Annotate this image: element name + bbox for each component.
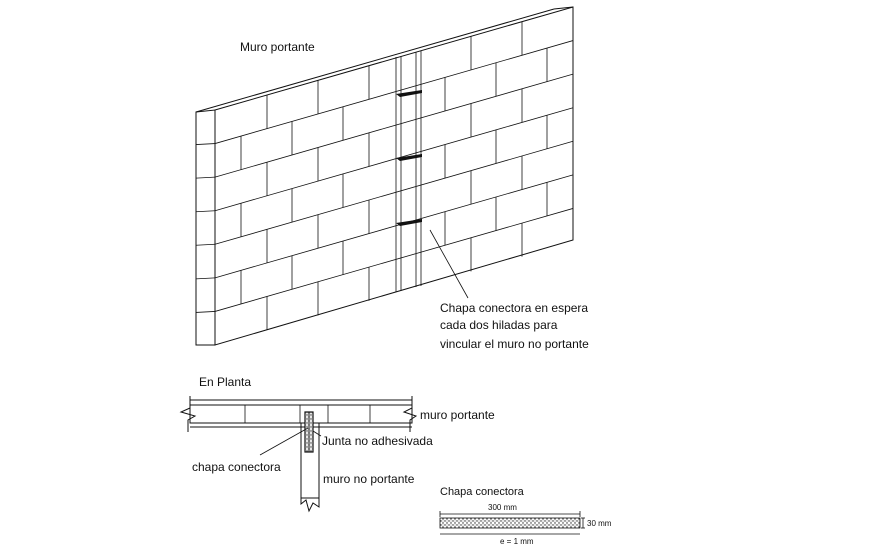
connector-plate-detail bbox=[439, 511, 585, 535]
brick-wall-elevation bbox=[195, 6, 574, 346]
connector-plate bbox=[439, 517, 581, 529]
plan-bearing-wall bbox=[189, 404, 413, 424]
end-face-joint bbox=[195, 277, 216, 280]
detail-thickness-dimension: e = 1 mm bbox=[500, 537, 534, 546]
bed-joint bbox=[214, 208, 574, 312]
plan-view bbox=[179, 396, 418, 513]
plan-title: En Planta bbox=[199, 375, 251, 389]
note-leader-line bbox=[429, 229, 469, 299]
connector-note-line-3: vincular el muro no portante bbox=[440, 337, 589, 351]
connector-note-line-2: cada dos hiladas para bbox=[440, 318, 558, 332]
break-mark-right bbox=[402, 396, 418, 432]
bed-joint bbox=[214, 140, 574, 245]
wall-end-face bbox=[195, 109, 216, 346]
end-face-joint bbox=[195, 243, 216, 246]
detail-width-dimension: 30 mm bbox=[587, 519, 612, 528]
plan-label-connector: chapa conectora bbox=[192, 460, 281, 474]
bed-joint bbox=[214, 107, 574, 212]
joint-leader bbox=[312, 430, 322, 437]
connector-plates bbox=[396, 90, 422, 226]
bed-joint bbox=[214, 40, 574, 144]
bed-joint bbox=[214, 73, 574, 178]
detail-title: Chapa conectora bbox=[440, 486, 525, 498]
wall-title: Muro portante bbox=[240, 40, 315, 54]
brick-courses bbox=[195, 40, 574, 313]
plan-label-non-bearing-wall: muro no portante bbox=[323, 472, 415, 486]
plan-label-joint: Junta no adhesivada bbox=[322, 434, 433, 448]
detail-length-dimension: 300 mm bbox=[488, 503, 517, 512]
connector-note-line-1: Chapa conectora en espera bbox=[440, 301, 588, 315]
break-mark-left bbox=[179, 396, 197, 432]
break-mark-bottom bbox=[300, 498, 320, 513]
wall-front-face bbox=[214, 6, 574, 346]
connector-leader bbox=[259, 427, 309, 456]
bed-joint bbox=[214, 174, 574, 279]
end-face-joint bbox=[195, 210, 216, 213]
end-face-joint bbox=[195, 176, 216, 179]
end-face-joint bbox=[195, 311, 216, 313]
plan-label-bearing-wall: muro portante bbox=[420, 408, 495, 422]
brick-head-joints bbox=[240, 21, 548, 331]
end-face-joint bbox=[195, 143, 216, 145]
